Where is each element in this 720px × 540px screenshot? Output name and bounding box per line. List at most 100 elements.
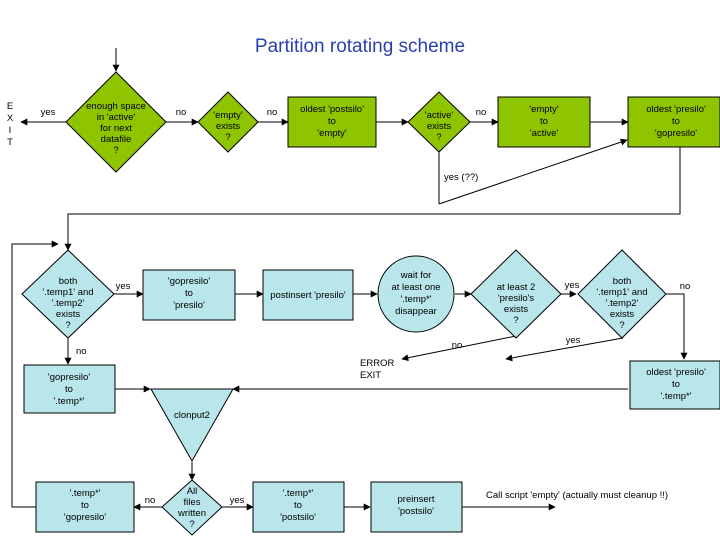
node-both-temp-1: both '.temp1' and '.temp2' exists ? <box>21 249 115 339</box>
svg-text:to: to <box>65 384 73 395</box>
svg-text:?: ? <box>513 315 518 326</box>
svg-text:'.temp2': '.temp2' <box>606 298 639 309</box>
svg-text:'gopresilo': 'gopresilo' <box>64 512 106 523</box>
svg-text:'presilo': 'presilo' <box>173 300 205 311</box>
svg-text:'gopresilo': 'gopresilo' <box>655 128 697 139</box>
edge-label-no-2: no <box>267 107 278 118</box>
edge-label-yes-both1: yes <box>116 281 131 292</box>
edge-label-yes-all: yes <box>230 495 245 506</box>
svg-text:'postsilo': 'postsilo' <box>280 512 316 523</box>
svg-text:to: to <box>672 379 680 390</box>
edge-label-yes-exit: yes <box>41 107 56 118</box>
call-script-label: Call script 'empty' (actually must clean… <box>486 490 668 501</box>
svg-text:'.temp*': '.temp*' <box>69 488 100 499</box>
svg-text:oldest 'presilo': oldest 'presilo' <box>646 104 706 115</box>
svg-text:for next: for next <box>100 123 132 134</box>
svg-text:at least 2: at least 2 <box>497 282 536 293</box>
edge-label-no-both1: no <box>76 346 87 357</box>
svg-text:T: T <box>7 137 13 148</box>
svg-text:'.temp*': '.temp*' <box>282 488 313 499</box>
svg-text:'.temp*': '.temp*' <box>400 294 431 305</box>
node-postinsert: postinsert 'presilo' <box>262 269 354 321</box>
edge-label-no-all: no <box>145 495 156 506</box>
svg-text:to: to <box>328 116 336 127</box>
node-oldest-presilo-gopresilo: oldest 'presilo' to 'gopresilo' <box>627 96 720 148</box>
svg-text:both: both <box>59 276 78 287</box>
edge-label-yes-qq: yes (??) <box>444 172 478 183</box>
svg-text:preinsert: preinsert <box>398 494 435 505</box>
svg-text:'.temp1' and: '.temp1' and <box>596 287 647 298</box>
edge-labels: yes no no no yes (??) yes no yes no no y… <box>41 107 691 506</box>
node-all-files: All files written ? <box>161 479 223 536</box>
svg-text:files: files <box>184 497 201 508</box>
svg-text:enough space: enough space <box>86 101 146 112</box>
svg-text:datafile: datafile <box>101 134 132 145</box>
node-oldest-presilo-temp: oldest 'presilo' to '.temp*' <box>629 360 720 410</box>
svg-text:at least one: at least one <box>391 282 440 293</box>
node-clonput2: clonput2 <box>150 388 234 463</box>
svg-text:exists: exists <box>56 309 81 320</box>
svg-text:?: ? <box>189 519 194 530</box>
exit-label: E X I T <box>7 101 14 148</box>
svg-text:E: E <box>7 101 13 112</box>
node-active-exists: 'active' exists ? <box>407 91 471 153</box>
svg-text:'empty': 'empty' <box>317 128 347 139</box>
svg-text:disappear: disappear <box>395 306 437 317</box>
svg-text:All: All <box>187 486 198 497</box>
svg-text:'gopresilo': 'gopresilo' <box>168 276 210 287</box>
svg-text:oldest 'postsilo': oldest 'postsilo' <box>300 104 364 115</box>
edge-label-no-both2: no <box>680 281 691 292</box>
svg-text:'.temp*': '.temp*' <box>660 391 691 402</box>
error-exit-label: ERROR EXIT <box>360 358 394 381</box>
svg-text:written: written <box>177 508 206 519</box>
svg-text:exists: exists <box>216 121 241 132</box>
node-empty-exists: 'empty' exists ? <box>197 91 259 153</box>
arrow-no-error <box>401 335 517 362</box>
svg-text:postinsert 'presilo': postinsert 'presilo' <box>270 290 346 301</box>
svg-text:to: to <box>185 288 193 299</box>
svg-text:in 'active': in 'active' <box>97 112 136 123</box>
page-title: Partition rotating scheme <box>255 36 465 57</box>
svg-text:oldest 'presilo': oldest 'presilo' <box>646 367 706 378</box>
svg-text:'active': 'active' <box>530 128 559 139</box>
svg-text:'postsilo': 'postsilo' <box>398 506 434 517</box>
svg-text:to: to <box>81 500 89 511</box>
svg-text:exists: exists <box>610 309 635 320</box>
arrow-row-2 <box>64 146 681 251</box>
svg-text:exists: exists <box>427 121 452 132</box>
svg-text:ERROR: ERROR <box>360 358 394 369</box>
svg-text:?: ? <box>113 145 118 156</box>
svg-text:wait for: wait for <box>400 270 432 281</box>
node-preinsert: preinsert 'postsilo' <box>370 481 463 533</box>
svg-text:'gopresilo': 'gopresilo' <box>48 372 90 383</box>
svg-text:I: I <box>9 125 12 136</box>
node-oldest-postsilo: oldest 'postsilo' to 'empty' <box>287 96 377 148</box>
svg-text:?: ? <box>436 132 441 143</box>
svg-text:clonput2: clonput2 <box>174 410 210 421</box>
edge-label-no-1: no <box>176 107 187 118</box>
node-enough-space: enough space in 'active' for next datafi… <box>65 71 167 173</box>
svg-text:'.temp*': '.temp*' <box>53 396 84 407</box>
arrow-yes-error <box>505 337 624 362</box>
svg-text:'active': 'active' <box>425 110 454 121</box>
node-gopresilo-to-temp: 'gopresilo' to '.temp*' <box>23 364 116 414</box>
arrow-loop-back <box>11 240 59 508</box>
svg-text:'empty': 'empty' <box>529 104 559 115</box>
connectors <box>11 48 688 511</box>
arrow-no-both2 <box>666 293 688 360</box>
arrow-yes-qq <box>438 138 628 205</box>
svg-text:X: X <box>7 113 14 124</box>
node-empty-to-active: 'empty' to 'active' <box>497 96 591 148</box>
svg-text:to: to <box>672 116 680 127</box>
svg-text:'presilo's: 'presilo's <box>498 293 535 304</box>
svg-text:EXIT: EXIT <box>360 370 381 381</box>
svg-text:to: to <box>294 500 302 511</box>
node-at-least-2: at least 2 'presilo's exists ? <box>470 249 562 339</box>
svg-text:?: ? <box>225 132 230 143</box>
svg-text:?: ? <box>65 320 70 331</box>
svg-text:'.temp1' and: '.temp1' and <box>42 287 93 298</box>
svg-text:to: to <box>540 116 548 127</box>
node-both-temp-2: both '.temp1' and '.temp2' exists ? <box>577 249 667 339</box>
